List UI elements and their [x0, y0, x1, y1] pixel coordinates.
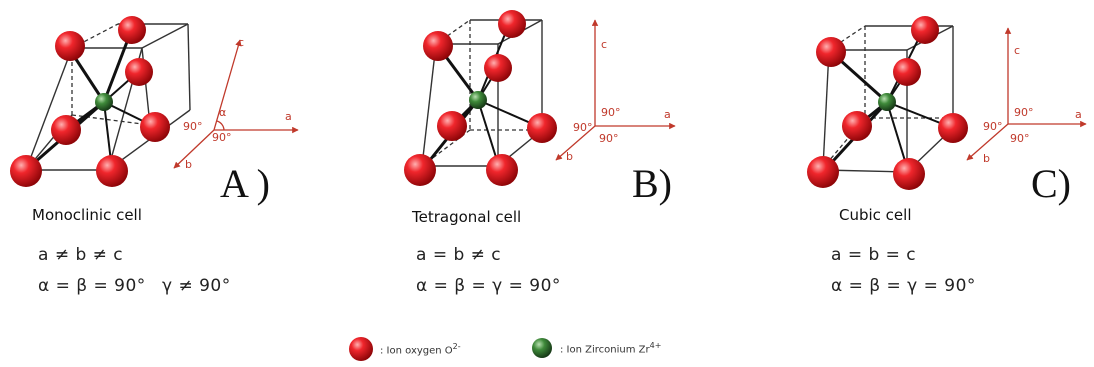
legend-item-zirconium: : Ion Zirconium Zr4+: [530, 336, 661, 360]
cell-name-cubic: Cubic cell: [839, 206, 912, 224]
oxygen-atom: [911, 16, 939, 44]
oxygen-atom: [527, 113, 557, 143]
cubic-panel: c a b 90° 90° 90° C) Cubic cell a = b = …: [795, 0, 1094, 320]
oxygen-atom: [807, 156, 839, 188]
cubic-cell-diagram: [807, 16, 1087, 190]
oxygen-atom: [893, 158, 925, 190]
axis-b-label: b: [566, 150, 573, 163]
gamma-equation: γ ≠ 90°: [162, 276, 231, 296]
panel-letter-c: C): [1031, 161, 1071, 206]
angle-label: 90°: [983, 120, 1003, 133]
tetragonal-panel: c a b 90° 90° 90° B) Tetragonal cell a =…: [390, 0, 730, 320]
oxygen-atom: [96, 155, 128, 187]
oxygen-atom: [842, 111, 872, 141]
oxygen-atom: [486, 154, 518, 186]
zirconium-atom: [469, 91, 487, 109]
panel-letter-a: A ): [220, 161, 270, 206]
oxygen-atom: [498, 10, 526, 38]
oxygen-atom: [118, 16, 146, 44]
cell-name-tetragonal: Tetragonal cell: [412, 208, 522, 226]
angle-equation: α = β = γ = 90°: [831, 276, 976, 296]
oxygen-atom: [437, 111, 467, 141]
axis-c-label: c: [1014, 44, 1021, 57]
zirconium-legend-swatch: [532, 338, 552, 358]
axis-a-label: a: [285, 110, 292, 123]
lattice-equation: a = b = c: [831, 245, 917, 265]
monoclinic-cell-diagram: [10, 16, 299, 187]
oxygen-atoms: [10, 16, 170, 187]
oxygen-atom: [893, 58, 921, 86]
alpha-angle-label: α: [219, 106, 227, 119]
angle-label: 90°: [1010, 132, 1030, 145]
angle-label: 90°: [599, 132, 619, 145]
monoclinic-axes: [173, 39, 299, 169]
axis-c-label: c: [238, 36, 245, 49]
angle-label: 90°: [601, 106, 621, 119]
angle-equation: α = β = 90°: [38, 276, 146, 296]
oxygen-atoms: [807, 16, 968, 190]
oxygen-atom: [51, 115, 81, 145]
oxygen-atom: [10, 155, 42, 187]
oxygen-atom: [140, 112, 170, 142]
angle-label: 90°: [183, 120, 203, 133]
axis-b-label: b: [983, 152, 990, 165]
angle-label: 90°: [1014, 106, 1034, 119]
tetragonal-axes: [555, 19, 676, 161]
cell-name-monoclinic: Monoclinic cell: [32, 206, 142, 224]
oxygen-atom: [816, 37, 846, 67]
oxygen-atom: [55, 31, 85, 61]
cubic-axes: [966, 27, 1087, 161]
axis-a-label: a: [664, 108, 671, 121]
oxygen-atom: [938, 113, 968, 143]
axis-c-label: c: [601, 38, 608, 51]
monoclinic-panel: c a b α 90° 90° A ) Monoclinic cell a ≠ …: [0, 0, 360, 320]
lattice-equation: a ≠ b ≠ c: [38, 245, 124, 265]
oxygen-atoms: [404, 10, 557, 186]
axis-b-label: b: [185, 158, 192, 171]
panel-letter-b: B): [632, 161, 672, 206]
legend-label-oxygen: : Ion oxygen O2-: [380, 341, 461, 357]
oxygen-legend-swatch: [349, 337, 373, 361]
tetragonal-cell-diagram: [404, 10, 676, 186]
zirconium-atom: [878, 93, 896, 111]
lattice-equation: a = b ≠ c: [416, 245, 502, 265]
legend: : Ion oxygen O2- : Ion Zirconium Zr4+: [340, 336, 760, 362]
oxygen-atom: [404, 154, 436, 186]
angle-label: 90°: [573, 121, 593, 134]
angle-label: 90°: [212, 131, 232, 144]
zirconium-atom: [95, 93, 113, 111]
oxygen-atom: [423, 31, 453, 61]
angle-equation: α = β = γ = 90°: [416, 276, 561, 296]
axis-a-label: a: [1075, 108, 1082, 121]
oxygen-atom: [125, 58, 153, 86]
oxygen-atom: [484, 54, 512, 82]
legend-label-zirconium: : Ion Zirconium Zr4+: [560, 340, 662, 356]
legend-item-oxygen: : Ion oxygen O2-: [348, 336, 461, 362]
